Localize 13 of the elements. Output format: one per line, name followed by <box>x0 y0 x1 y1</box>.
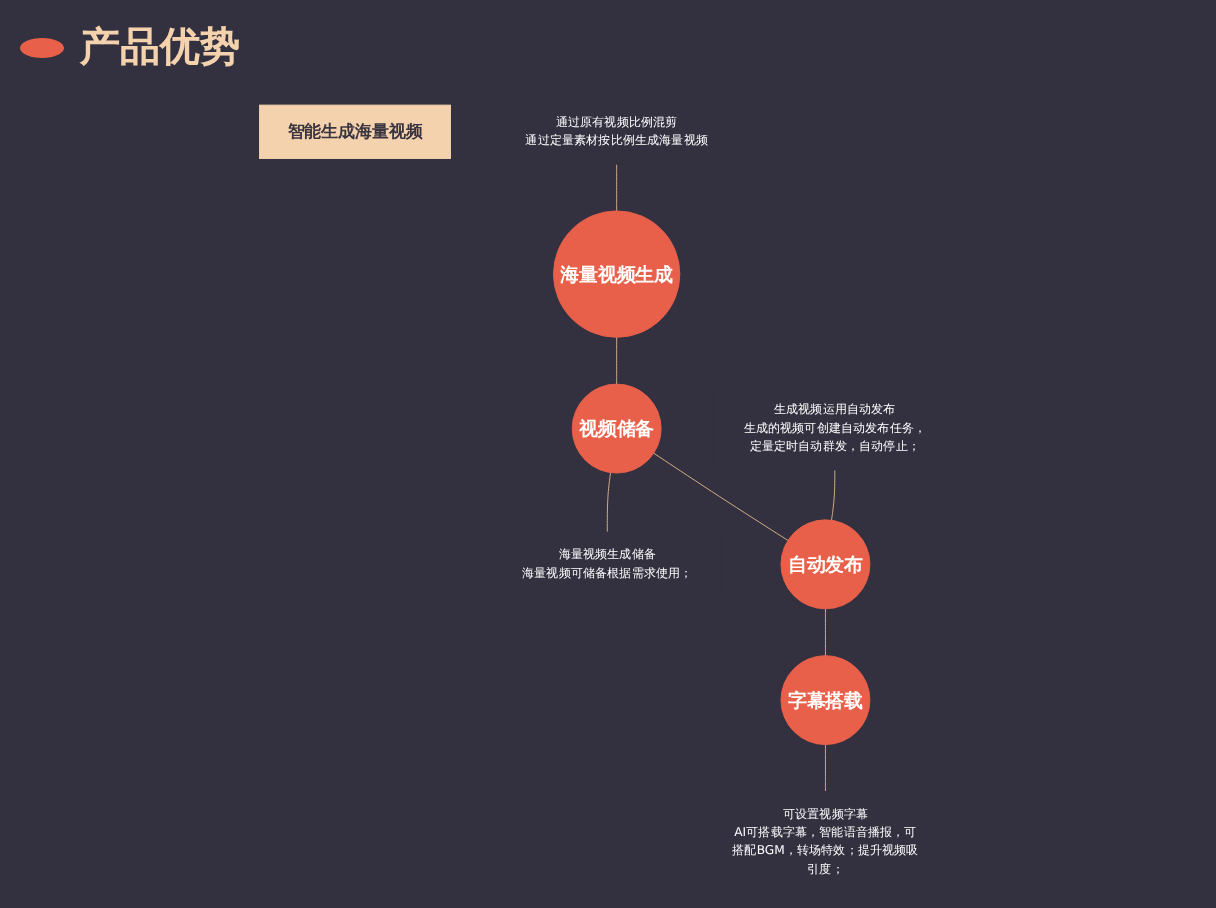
connector <box>653 452 789 541</box>
connector <box>825 744 826 792</box>
node-circle: 自动发布 <box>780 519 871 610</box>
connector <box>825 608 826 657</box>
node-box: 智能生成海量视频 <box>259 104 451 159</box>
connector <box>616 336 618 385</box>
node-circle: 视频储备 <box>571 383 662 474</box>
node-circle: 海量视频生成 <box>553 210 681 338</box>
connector <box>831 469 836 521</box>
connector <box>616 163 618 212</box>
title: 产品优势 <box>80 20 240 74</box>
connector <box>606 472 612 533</box>
node-circle: 字幕搭载 <box>780 655 871 746</box>
